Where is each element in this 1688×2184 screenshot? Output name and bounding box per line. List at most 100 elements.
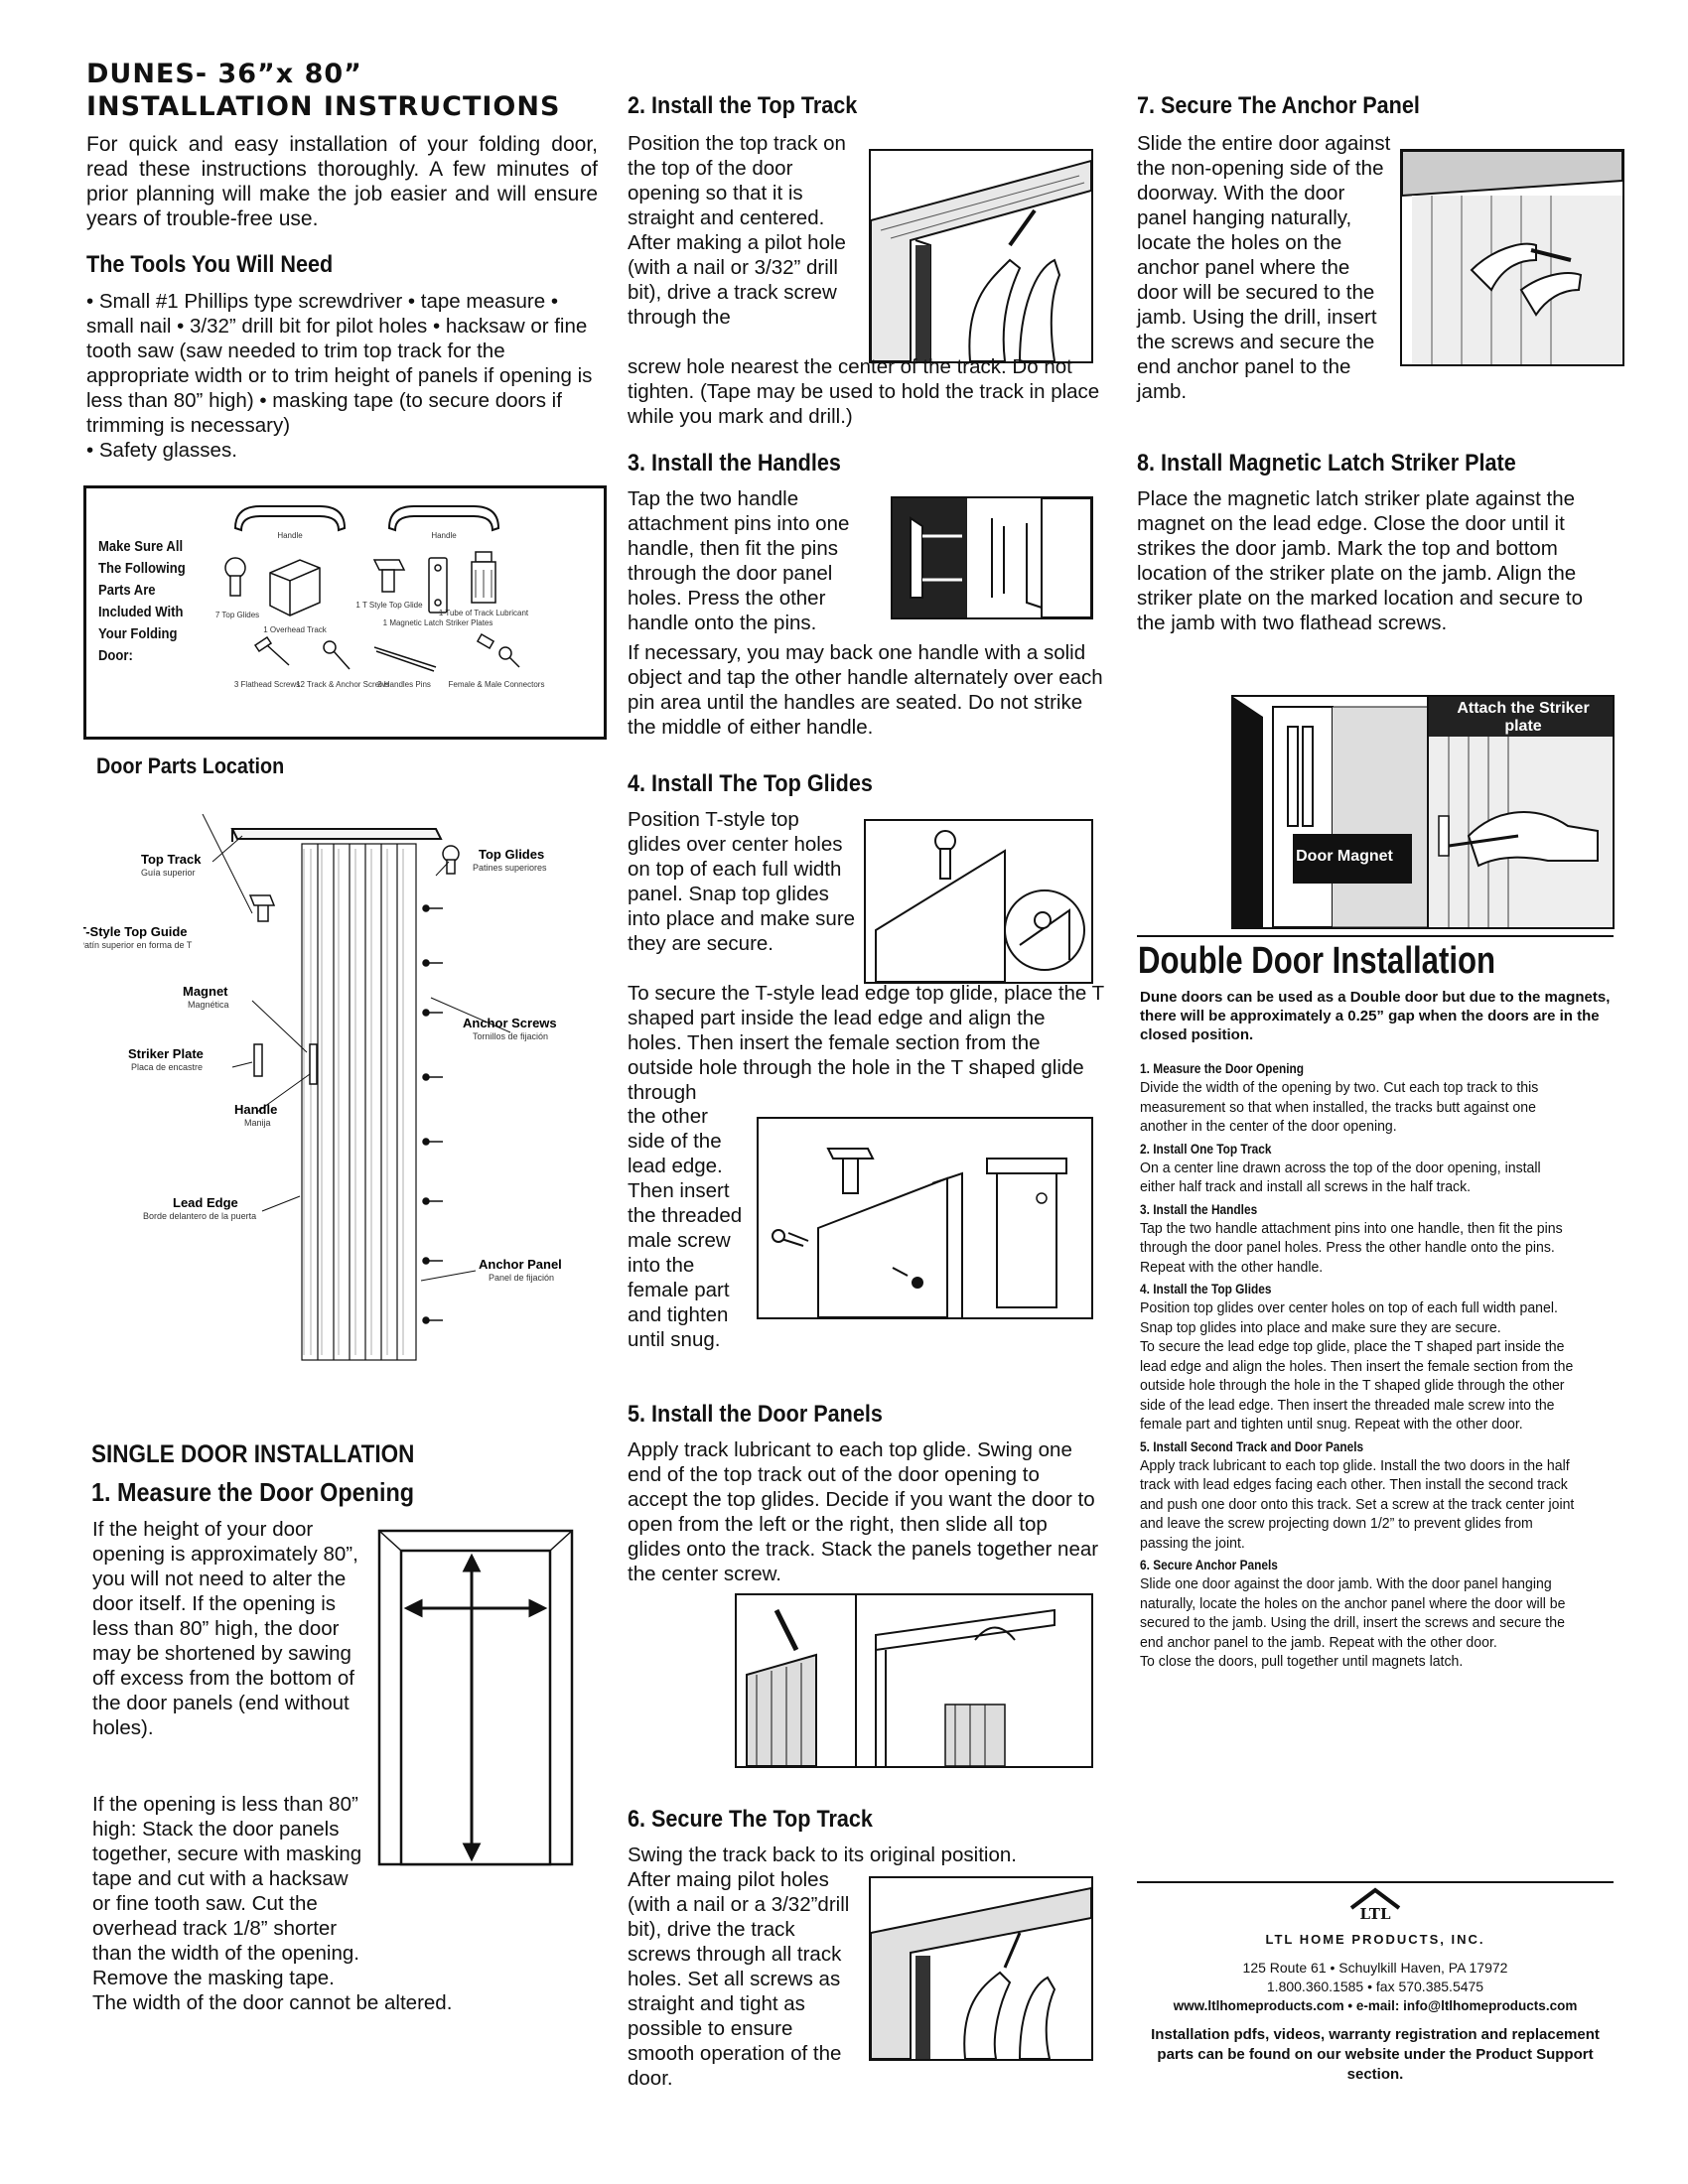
company-web: www.ltlhomeproducts.com • e-mail: info@l…	[1173, 1998, 1578, 2013]
double-step-6-text: Slide one door against the door jamb. Wi…	[1140, 1575, 1566, 1670]
step2-text-a: Position the top track on the top of the…	[628, 132, 846, 329]
door-handle-drawing	[309, 1043, 318, 1085]
attach-striker-figure: Attach the Striker plate	[1427, 695, 1615, 929]
svg-text:Placa de encastre: Placa de encastre	[131, 1062, 203, 1072]
top-glides-figure	[864, 819, 1093, 984]
tools-text: • Small #1 Phillips type screwdriver • t…	[86, 289, 603, 463]
company-address: 125 Route 61 • Schuylkill Haven, PA 1797…	[1242, 1960, 1508, 1976]
handle-1-label: Handle	[277, 531, 303, 540]
double-step-3-heading: 3. Install the Handles	[1140, 1201, 1258, 1217]
connectors-label: Female & Male Connectors	[449, 680, 545, 689]
striker-plate-figure: Door Magnet	[1231, 695, 1431, 929]
connectors-drawing	[476, 633, 520, 668]
double-step-6-heading: 6. Secure Anchor Panels	[1140, 1558, 1278, 1572]
step4-text-a: Position T-style top glides over center …	[628, 808, 856, 955]
double-step-5-heading: 5. Install Second Track and Door Panels	[1140, 1438, 1364, 1454]
svg-text:Tornillos de fijación: Tornillos de fijación	[473, 1031, 548, 1041]
step4-heading: 4. Install The Top Glides	[628, 770, 873, 797]
double-door-top-rule	[1137, 935, 1614, 937]
double-step-2: 2. Install One Top Track On a center lin…	[1140, 1141, 1617, 1197]
top-track-drawing	[230, 828, 443, 840]
double-step-2-heading: 2. Install One Top Track	[1140, 1141, 1272, 1157]
step1-text-1: If the height of your door opening is ap…	[92, 1518, 358, 1739]
step1-heading: 1. Measure the Door Opening	[91, 1477, 415, 1507]
double-step-5: 5. Install Second Track and Door Panels …	[1140, 1438, 1617, 1554]
track-anchor-label: 12 Track & Anchor Screws	[296, 680, 389, 689]
double-step-1: 1. Measure the Door Opening Divide the w…	[1140, 1060, 1617, 1137]
ltl-logo-text: LTL	[1359, 1905, 1391, 1923]
intro-text: For quick and easy installation of your …	[86, 133, 598, 230]
top-track-figure	[869, 149, 1093, 363]
top-glide-drawing	[224, 557, 246, 597]
svg-text:Patín superior en forma de T: Patín superior en forma de T	[83, 940, 193, 950]
overhead-track-label: 1 Overhead Track	[263, 625, 328, 634]
parts-intro: Make Sure All The Following Parts Are In…	[98, 539, 186, 664]
step6-text-a: Swing the track back to its original pos…	[628, 1843, 1017, 1866]
attach-striker-label: Attach the Striker plate	[1457, 700, 1590, 735]
door-magnet-label: Door Magnet	[1296, 848, 1393, 865]
svg-text:Magnet: Magnet	[183, 984, 228, 999]
double-step-4-text: Position top glides over center holes on…	[1140, 1299, 1574, 1433]
footer-note: Installation pdfs, videos, warranty regi…	[1151, 2026, 1600, 2083]
top-glides-label: 7 Top Glides	[215, 611, 259, 619]
svg-text:Panel de fijación: Panel de fijación	[489, 1273, 554, 1283]
lubricant-label: 1 Tube of Track Lubricant	[439, 609, 529, 617]
step5-text: Apply track lubricant to each top glide.…	[628, 1438, 1099, 1585]
double-step-5-text: Apply track lubricant to each top glide.…	[1140, 1456, 1575, 1552]
double-step-1-heading: 1. Measure the Door Opening	[1140, 1061, 1305, 1076]
title-line-1: DUNES- 36”x 80”	[86, 59, 362, 89]
track-anchor-screws-drawing	[323, 640, 351, 670]
tools-list: • Small #1 Phillips type screwdriver • t…	[86, 290, 593, 437]
svg-text:Magnética: Magnética	[188, 1000, 229, 1010]
step3-text-b: If necessary, you may back one handle wi…	[628, 641, 1103, 739]
handle-pins-label: 2 Handles Pins	[377, 680, 431, 689]
document-title: DUNES- 36”x 80” INSTALLATION INSTRUCTION…	[86, 58, 603, 123]
double-door-heading: Double Door Installation	[1138, 940, 1496, 982]
step7-heading: 7. Secure The Anchor Panel	[1137, 92, 1420, 119]
step8-text: Place the magnetic latch striker plate a…	[1137, 487, 1583, 634]
svg-text:Anchor Panel: Anchor Panel	[479, 1257, 562, 1272]
flathead-screws-drawing	[253, 635, 290, 666]
handle-2-drawing	[387, 505, 500, 532]
svg-text:Patines superiores: Patines superiores	[473, 863, 547, 873]
footer-top-rule	[1137, 1881, 1614, 1883]
t-style-glide-drawing	[372, 559, 406, 593]
step8-heading: 8. Install Magnetic Latch Striker Plate	[1137, 450, 1516, 477]
handles-figure	[891, 496, 1093, 619]
lead-edge-glide-figure	[757, 1117, 1093, 1319]
svg-text:T-Style Top Guide: T-Style Top Guide	[83, 924, 188, 939]
company-phone: 1.800.360.1585 • fax 570.385.5475	[1266, 1979, 1484, 1994]
step7-text: Slide the entire door against the non-op…	[1137, 132, 1391, 403]
double-step-4: 4. Install the Top Glides Position top g…	[1140, 1281, 1617, 1434]
flathead-label: 3 Flathead Screws	[234, 680, 300, 689]
secure-track-figure	[869, 1876, 1093, 2061]
svg-text:Guía superior: Guía superior	[141, 868, 196, 878]
tools-safety: • Safety glasses.	[86, 439, 237, 462]
anchor-panel-figure	[1400, 149, 1624, 366]
handle-pins-drawing	[373, 646, 437, 672]
svg-text:Top Glides: Top Glides	[479, 847, 544, 862]
door-parts-heading: Door Parts Location	[96, 753, 285, 778]
handle-2-label: Handle	[431, 531, 457, 540]
step4-text-c: the other side of the lead edge. Then in…	[628, 1105, 743, 1351]
door-panels-figure	[735, 1593, 1093, 1768]
step3-heading: 3. Install the Handles	[628, 450, 841, 477]
double-step-3: 3. Install the Handles Tap the two handl…	[1140, 1201, 1617, 1278]
tools-heading: The Tools You Will Need	[86, 251, 334, 278]
t-style-label: 1 T Style Top Glide	[355, 601, 423, 610]
svg-text:Anchor Screws: Anchor Screws	[463, 1016, 557, 1030]
double-step-1-text: Divide the width of the opening by two. …	[1140, 1079, 1539, 1135]
svg-text:Handle: Handle	[234, 1102, 277, 1117]
step2-heading: 2. Install the Top Track	[628, 92, 858, 119]
svg-text:Striker Plate: Striker Plate	[128, 1046, 204, 1061]
step5-heading: 5. Install the Door Panels	[628, 1401, 883, 1428]
anchor-screws-location	[422, 904, 443, 1324]
double-step-3-text: Tap the two handle attachment pins into …	[1140, 1219, 1563, 1276]
top-glide-location	[442, 845, 460, 875]
double-door-intro: Dune doors can be used as a Double door …	[1140, 989, 1611, 1043]
